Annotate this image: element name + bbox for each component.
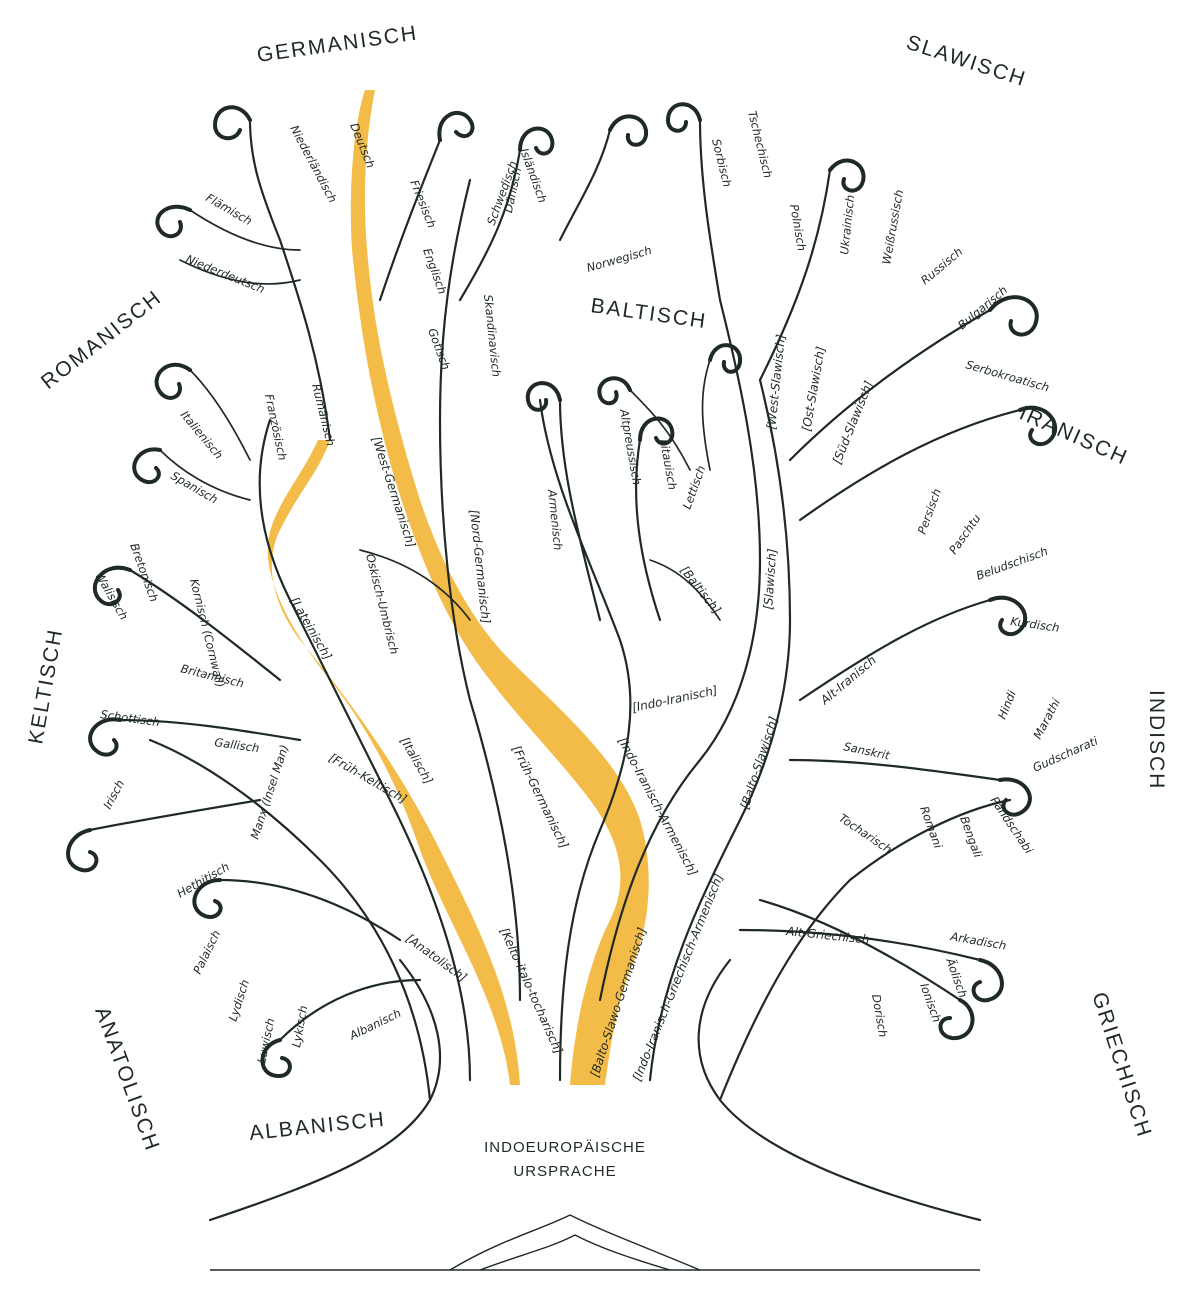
proto-slawisch: [Slawisch] (761, 548, 779, 610)
lang-bulgarisch: Bulgarisch (955, 283, 1010, 332)
root-label-line1: INDOEUROPÄISCHE (484, 1139, 646, 1156)
family-baltisch: BALTISCH (589, 294, 708, 333)
lang-romani: Romani (917, 804, 945, 851)
family-albanisch: ALBANISCH (248, 1108, 387, 1145)
proto-baltisch: [Baltisch] (678, 563, 724, 617)
lang-dorisch: Dorisch (869, 993, 890, 1038)
lang-serbokroatisch: Serbokroatisch (964, 357, 1051, 394)
family-griechisch: GRIECHISCH (1087, 989, 1156, 1141)
lang-paschtu: Paschtu (946, 512, 984, 557)
lang-rumaenisch: Rumänisch (309, 382, 338, 447)
lang-ukrainisch: Ukrainisch (837, 194, 857, 255)
lang-friesisch: Friesisch (407, 178, 439, 230)
lang-italienisch: Italienisch (178, 408, 226, 462)
family-germanisch: GERMANISCH (255, 22, 419, 67)
language-labels: Deutsch Niederländisch Flämisch Niederde… (92, 109, 1100, 1064)
family-keltisch: KELTISCH (24, 627, 67, 746)
lang-sorbisch: Sorbisch (709, 137, 734, 188)
proto-balto-slawisch: [Balto-Slawisch] (738, 714, 781, 810)
lang-hindi: Hindi (995, 688, 1019, 721)
lang-schottisch: Schottisch (100, 707, 161, 729)
proto-lateinisch: [Lateinisch] (287, 595, 334, 663)
proto-sued-slawisch: [Süd-Slawisch] (830, 379, 876, 467)
lang-gotisch: Gotisch (425, 326, 453, 371)
family-slawisch: SLAWISCH (903, 31, 1029, 91)
lang-persisch: Persisch (915, 487, 944, 536)
family-anatolisch: ANATOLISCH (90, 1004, 164, 1155)
lang-albanisch: Albanisch (346, 1006, 403, 1043)
lang-norwegisch: Norwegisch (585, 243, 653, 275)
lang-deutsch: Deutsch (347, 121, 378, 170)
lang-bengali: Bengali (957, 814, 985, 860)
proto-alt-iranisch: Alt-Iranisch (817, 653, 879, 708)
lang-lydisch: Lydisch (226, 978, 253, 1023)
lang-tocharisch: Tocharisch (836, 811, 894, 857)
lang-tschechisch: Tschechisch (745, 109, 775, 179)
lang-niederlaendisch: Niederländisch (287, 123, 340, 205)
branch-curls (68, 104, 1055, 1076)
lang-russisch: Russisch (918, 244, 965, 287)
lang-arkadisch: Arkadisch (948, 929, 1007, 953)
lang-beludschisch: Beludschisch (974, 544, 1049, 583)
lang-lykisch: Lykisch (289, 1004, 310, 1048)
lang-lettisch: Lettisch (680, 464, 709, 511)
proto-ost-slawisch: [Ost-Slawisch] (799, 345, 828, 432)
proto-italisch: [Italisch] (397, 735, 435, 787)
proto-labels: [West-Germanisch] [Nord-Germanisch] [Lat… (287, 333, 878, 1083)
lang-polnisch: Polnisch (787, 203, 809, 252)
family-iranisch: IRANISCH (1016, 402, 1132, 470)
lang-weissrussisch: Weißrussisch (879, 189, 906, 266)
lang-niederdeutsch: Niederdeutsch (184, 252, 267, 296)
lang-franzoesisch: Französisch (262, 393, 290, 462)
root-label-line2: URSPRACHE (513, 1163, 616, 1180)
root-label: INDOEUROPÄISCHE URSPRACHE (484, 1139, 646, 1180)
lang-sanskrit: Sanskrit (842, 739, 891, 763)
lang-englisch: Englisch (420, 246, 450, 296)
family-indisch: INDISCH (1145, 690, 1168, 790)
lang-palaisch: Palaisch (190, 928, 223, 976)
lang-marathi: Marathi (1030, 696, 1063, 742)
proto-nord-germanisch: [Nord-Germanisch] (467, 509, 493, 625)
lang-gallisch: Gallisch (214, 735, 261, 755)
lang-oskisch: Oskisch-Umbrisch (363, 552, 402, 655)
family-romanisch: ROMANISCH (37, 286, 166, 394)
lang-skandinavisch: Skandinavisch (481, 294, 504, 378)
proto-indo-iranisch: [Indo-Iranisch] (631, 683, 719, 715)
proto-west-slawisch: [West-Slawisch] (764, 333, 788, 430)
lang-armenisch: Armenisch (545, 488, 565, 551)
ground-hills (210, 1215, 980, 1270)
lang-irisch: Irisch (100, 778, 127, 812)
